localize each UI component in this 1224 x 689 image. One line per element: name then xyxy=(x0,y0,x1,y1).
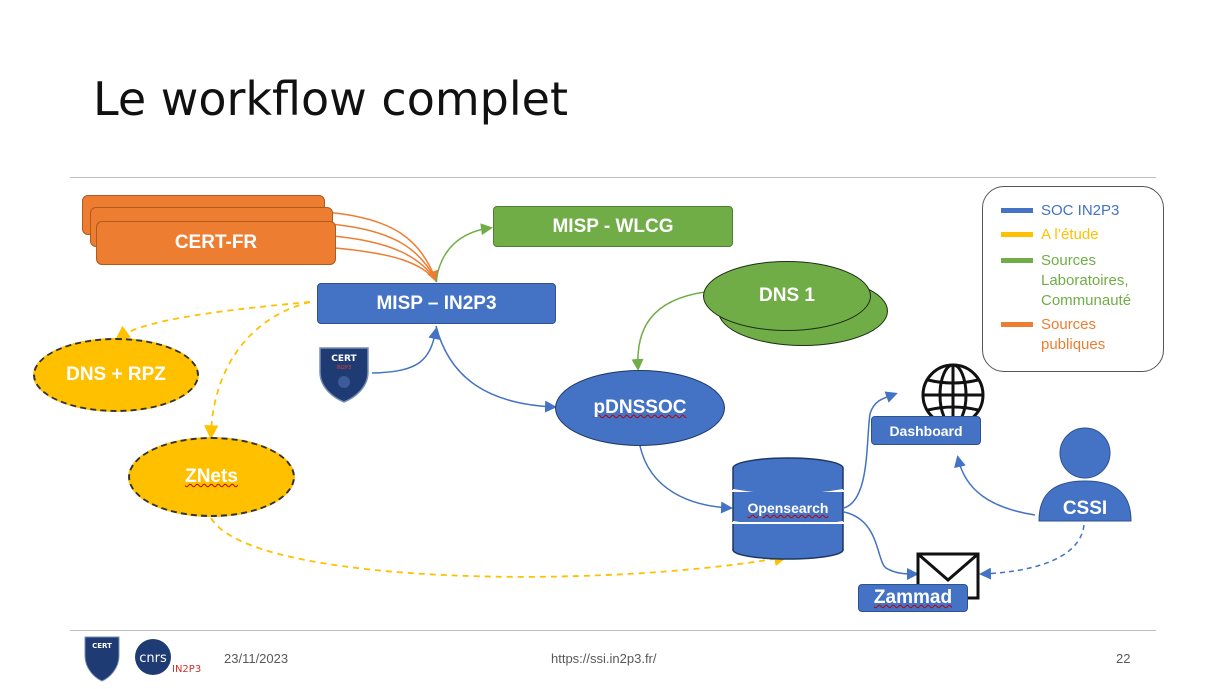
edge-opensearch-zammad xyxy=(843,511,919,580)
cnrs-logo-text: cnrs xyxy=(139,651,167,666)
legend-swatch-yellow xyxy=(1001,232,1033,237)
user-icon xyxy=(1038,427,1132,522)
legend-swatch-orange xyxy=(1001,322,1033,327)
legend-swatch-green xyxy=(1001,258,1033,263)
edge-znets-opensearch xyxy=(210,517,789,578)
edge-dns1-pdnssoc xyxy=(631,291,706,371)
edge-misp-dnsrpz xyxy=(115,301,311,341)
cert-fr-node: CERT-FR xyxy=(96,221,336,265)
misp-in2p3-node: MISP – IN2P3 xyxy=(317,283,556,324)
in2p3-logo-text: IN2P3 xyxy=(172,664,201,675)
cnrs-in2p3-logo: cnrs IN2P3 xyxy=(135,639,201,675)
znets-node: ZNets xyxy=(128,437,295,517)
zammad-node: Zammad xyxy=(858,584,968,612)
cert-shield-icon: CERT IN2P3 xyxy=(319,347,369,403)
slide-title: Le workflow complet xyxy=(93,72,568,126)
svg-text:IN2P3: IN2P3 xyxy=(337,365,352,371)
pdnssoc-label: pDNSSOC xyxy=(593,397,687,418)
footer-url[interactable]: https://ssi.in2p3.fr/ xyxy=(551,651,657,666)
dashboard-node: Dashboard xyxy=(871,416,981,445)
slide-number: 22 xyxy=(1116,651,1131,666)
cssi-label: CSSI xyxy=(1062,498,1108,519)
legend-item-publiques: Sources publiques xyxy=(1001,315,1151,355)
legend-item-soc: SOC IN2P3 xyxy=(1001,201,1119,221)
edge-opensearch-dashboard xyxy=(843,391,898,509)
opensearch-label: Opensearch xyxy=(732,500,844,516)
top-divider xyxy=(70,177,1156,178)
edge-cert-4 xyxy=(334,247,437,281)
opensearch-database-icon xyxy=(732,456,844,560)
edge-cssi-dashboard xyxy=(954,455,1036,516)
edge-cert-1 xyxy=(324,211,439,283)
legend-item-etude: A l’étude xyxy=(1001,225,1099,245)
cert-footer-logo-text: CERT xyxy=(92,642,112,650)
edge-cert-3 xyxy=(332,235,437,281)
edge-cert-2 xyxy=(329,223,437,281)
legend-item-labos: Sources Laboratoires, Communauté xyxy=(1001,251,1151,311)
edge-misp-znets xyxy=(203,301,311,440)
zammad-label: Zammad xyxy=(873,587,953,608)
legend: SOC IN2P3 A l’étude Sources Laboratoires… xyxy=(982,186,1164,372)
bottom-divider xyxy=(70,630,1156,631)
footer-date: 23/11/2023 xyxy=(224,651,289,666)
legend-swatch-blue xyxy=(1001,208,1033,213)
legend-label: A l’étude xyxy=(1041,226,1099,243)
edge-misp-pdnssoc xyxy=(435,325,557,413)
legend-label: SOC IN2P3 xyxy=(1041,202,1120,219)
legend-label: Sources Laboratoires, Communauté xyxy=(1041,252,1132,309)
znets-label: ZNets xyxy=(185,466,238,487)
cert-footer-logo: CERT xyxy=(84,636,120,682)
edge-certlogo-misp xyxy=(371,327,441,374)
dns-rpz-node: DNS + RPZ xyxy=(33,338,199,412)
svg-text:CERT: CERT xyxy=(331,354,357,364)
misp-wlcg-node: MISP - WLCG xyxy=(493,206,733,247)
edge-pdnssoc-opensearch xyxy=(639,445,733,514)
edge-cssi-zammad xyxy=(979,524,1085,580)
dns1-node: DNS 1 xyxy=(703,261,871,331)
opensearch-text: Opensearch xyxy=(747,500,829,516)
legend-label: Sources publiques xyxy=(1041,316,1106,353)
pdnssoc-node: pDNSSOC xyxy=(555,370,725,446)
edge-misp-wlcg xyxy=(435,223,493,283)
